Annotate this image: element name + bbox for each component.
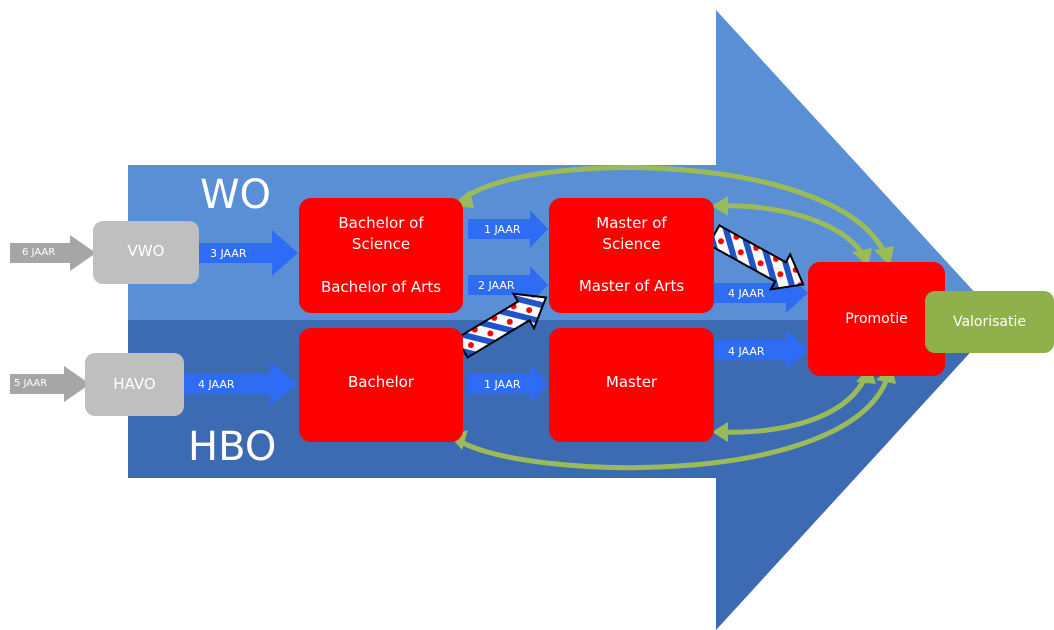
arrowhead-green-3 xyxy=(712,196,728,216)
age-label-vwo: 6 JAAR xyxy=(22,247,56,258)
wo-master-line3: Master of Arts xyxy=(578,277,685,295)
flow-arrow-havo-bachelor xyxy=(184,362,298,406)
feedback-arrow-promotie-wo-bachelor xyxy=(459,165,889,259)
feedback-arrow-promotie-hbo-bachelor xyxy=(455,373,891,471)
promotie-label: Promotie xyxy=(845,311,908,327)
duration-label-vwo: 3 JAAR xyxy=(210,247,247,260)
school-box-havo: HAVO xyxy=(85,353,184,416)
feedback-arrow-promotie-hbo-master xyxy=(717,373,869,435)
sector-label-wo: WO xyxy=(200,172,272,218)
box-promotie: Promotie xyxy=(808,262,945,376)
entry-arrow-havo xyxy=(10,366,90,402)
hbo-master-label: Master xyxy=(605,373,658,391)
box-wo-bachelor: Bachelor of Science Bachelor of Arts xyxy=(299,198,463,313)
flow-arrow-hbo-1jaar xyxy=(468,365,548,403)
transition-label-hbo-1jaar: 1 JAAR xyxy=(484,378,521,391)
age-label-havo: 5 JAAR xyxy=(14,378,48,389)
flow-arrow-wo-1jaar xyxy=(468,210,548,248)
wo-bachelor-line3: Bachelor of Arts xyxy=(320,278,442,296)
arrowhead-green-2 xyxy=(874,246,894,266)
wo-bachelor-line2: Science xyxy=(351,235,411,253)
transition-label-wo-promotie: 4 JAAR xyxy=(728,287,765,300)
school-label-vwo: VWO xyxy=(127,242,165,260)
hbo-bachelor-label: Bachelor xyxy=(348,373,414,391)
arrowhead-green-4 xyxy=(852,248,872,266)
box-hbo-bachelor: Bachelor xyxy=(299,328,463,442)
duration-label-havo: 4 JAAR xyxy=(198,378,235,391)
entry-arrow-vwo xyxy=(10,235,96,271)
wo-bachelor-line1: Bachelor of xyxy=(338,214,424,232)
school-box-vwo: VWO xyxy=(93,221,199,284)
school-label-havo: HAVO xyxy=(113,375,156,393)
valorisatie-label: Valorisatie xyxy=(952,314,1027,330)
transition-label-wo-1jaar: 1 JAAR xyxy=(484,223,521,236)
feedback-arrow-promotie-wo-master xyxy=(717,203,867,259)
frisian-flag-arrow-bachelor-master xyxy=(454,292,548,359)
flow-arrow-vwo-bachelor xyxy=(198,230,298,276)
wo-master-line2: Science xyxy=(602,235,661,253)
arrowhead-green-5 xyxy=(712,422,728,442)
flow-arrow-hbo-master-promotie xyxy=(714,330,808,370)
box-wo-master: Master of Science Master of Arts xyxy=(549,198,714,313)
transition-label-wo-2jaar: 2 JAAR xyxy=(478,279,515,292)
transition-label-hbo-promotie: 4 JAAR xyxy=(728,345,765,358)
box-valorisatie: Valorisatie xyxy=(925,291,1054,353)
sector-label-hbo: HBO xyxy=(188,424,277,470)
frisian-flag-arrow-master-promotie xyxy=(707,224,805,291)
wo-master-line1: Master of xyxy=(596,214,667,232)
box-hbo-master: Master xyxy=(549,328,714,442)
